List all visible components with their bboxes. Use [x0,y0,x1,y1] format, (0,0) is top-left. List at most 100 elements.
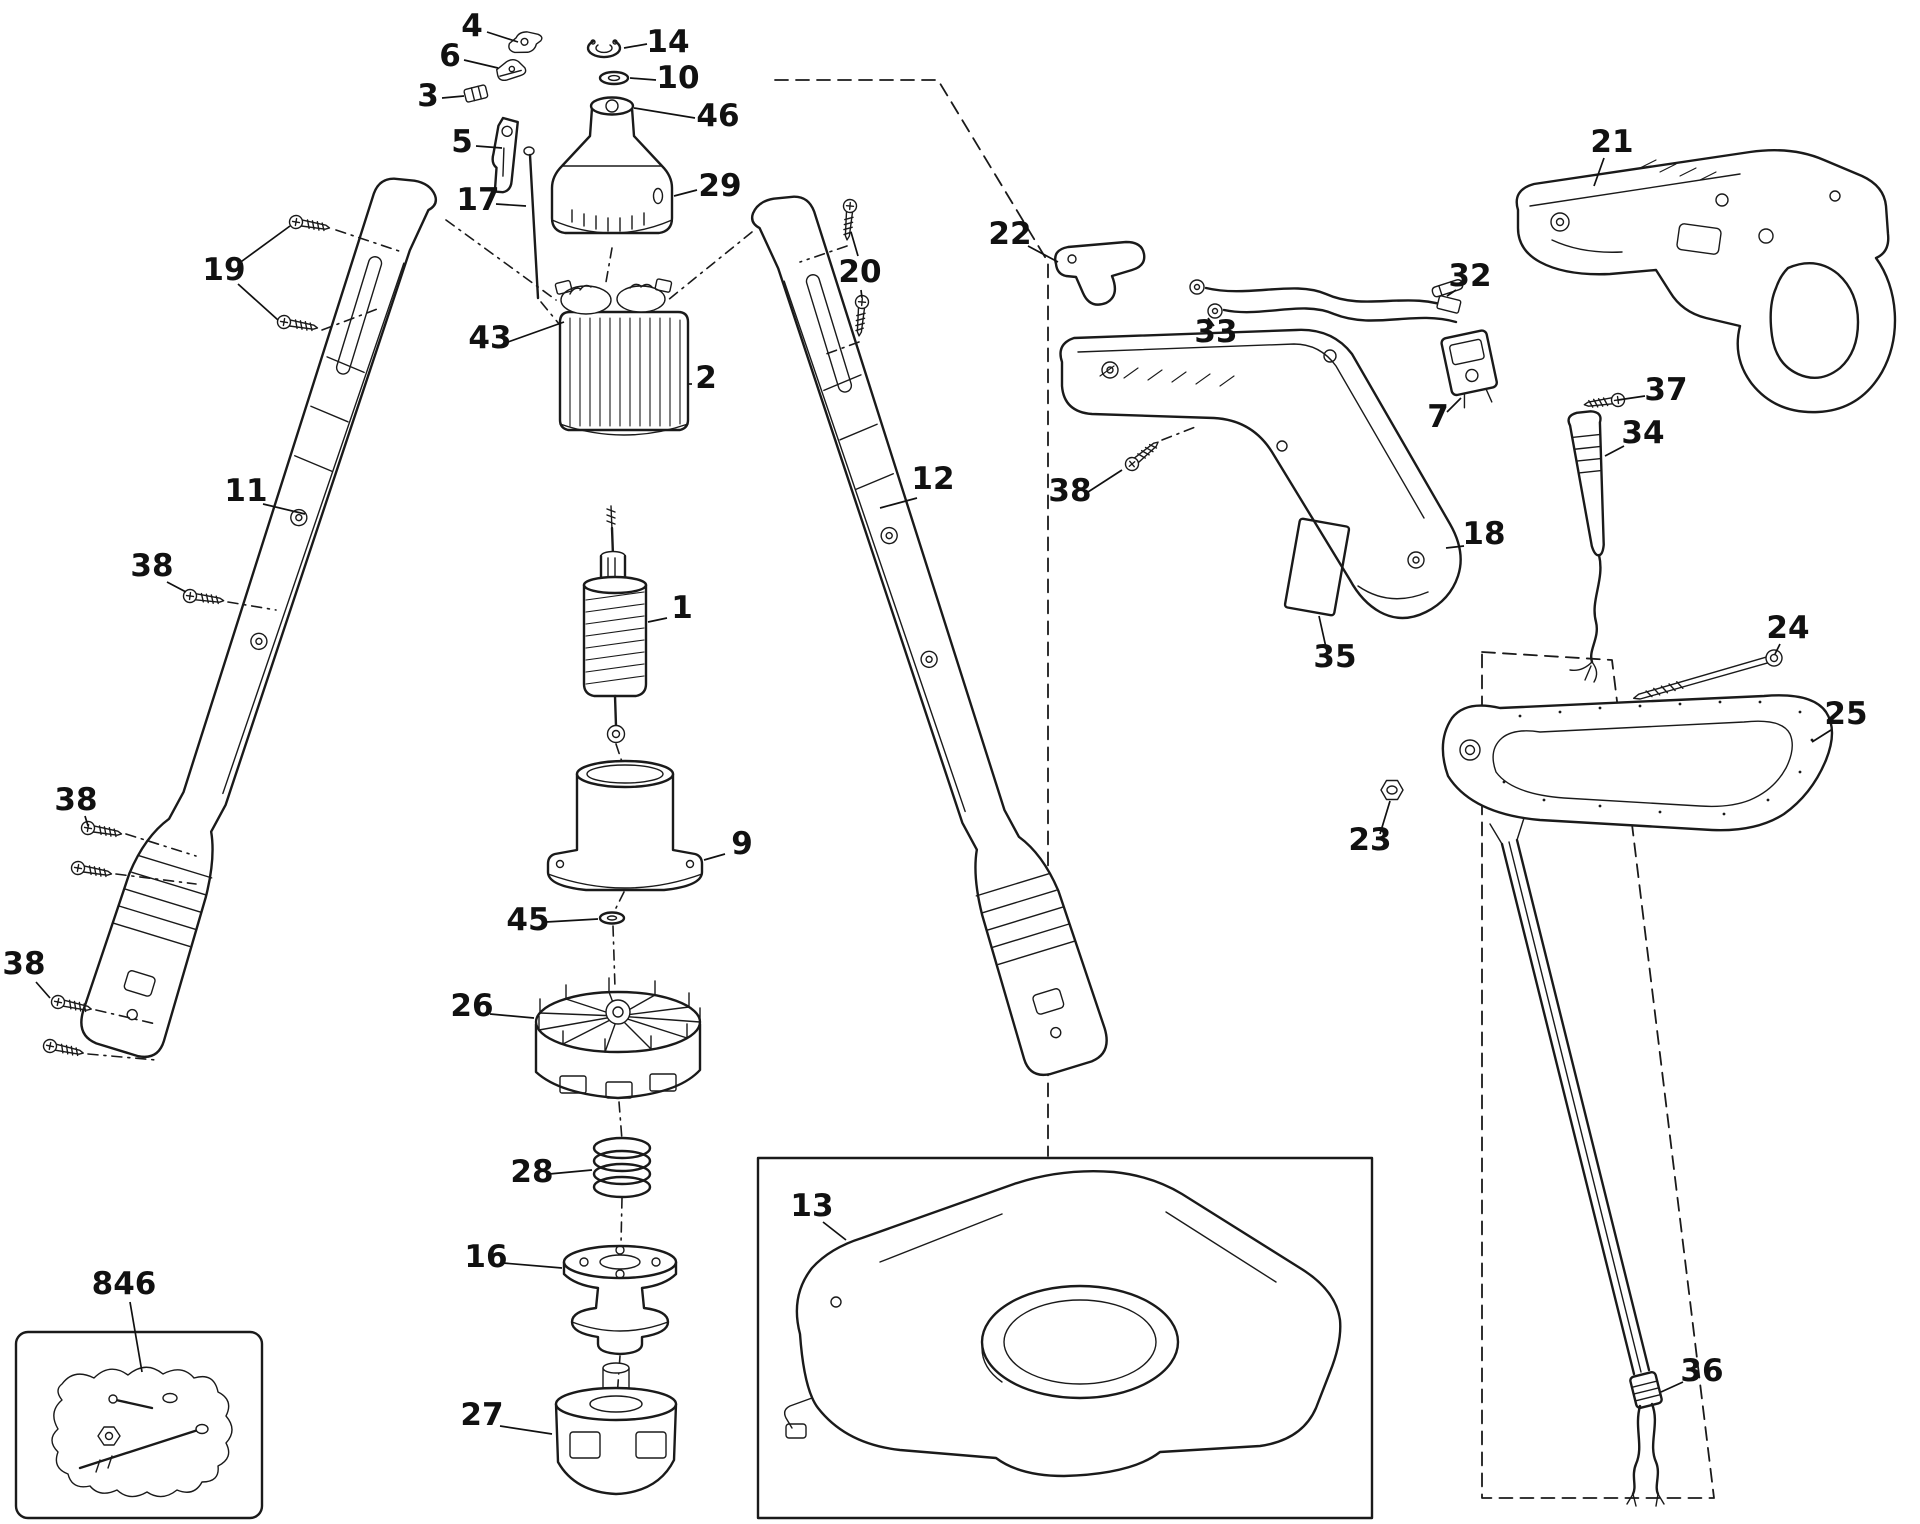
leader-line-36 [1660,1381,1684,1393]
screw-38-left [181,587,226,608]
leader-line-34 [1604,445,1625,457]
leader-line-38-bottom-left [35,981,51,999]
leader-line-19 [237,283,279,321]
part-number-3: 3 [417,78,439,114]
part-number-12: 12 [911,461,954,497]
part-label-4: 4 [461,8,519,44]
part-number-25: 25 [1824,696,1867,732]
part-number-22: 22 [988,216,1031,252]
leader-line-20 [850,231,859,257]
part-label-38-bottom-left: 38 [2,946,51,999]
leader-line-21 [1593,157,1605,187]
part-number-37: 37 [1644,372,1687,408]
part-10-washer [598,70,630,86]
assembly-boundary-dashes [774,79,1715,1499]
part-label-22: 22 [988,216,1059,263]
part-number-46: 46 [696,98,739,134]
screw-alignment-dashes [87,229,1199,1061]
leader-line-24 [1774,643,1781,655]
part-number-1: 1 [671,590,693,626]
part-label-5: 5 [451,124,503,160]
part-number-20: 20 [838,254,881,290]
part-36-lower-shaft [1489,817,1665,1507]
screw-37 [1582,391,1627,412]
leader-line-43 [507,321,565,343]
part-label-34: 34 [1604,415,1665,457]
part-28-spring [592,1136,652,1199]
leader-line-38-right [1087,469,1123,493]
leader-line-22 [1027,245,1059,263]
leader-line-18 [1445,545,1465,549]
part-6-bracket [496,59,527,81]
part-number-4: 4 [461,8,483,44]
leader-line-29 [673,189,698,197]
leader-line-846 [129,1301,143,1373]
part-number-38-right: 38 [1048,473,1091,509]
part-label-46: 46 [633,98,740,134]
part-number-45: 45 [506,902,549,938]
part-number-33: 33 [1194,314,1237,350]
part-label-37: 37 [1617,372,1688,408]
part-number-6: 6 [439,38,461,74]
part-label-28: 28 [510,1154,593,1190]
screw-38-lower-left-2 [69,859,114,882]
mounting-screws [41,198,1627,1061]
part-number-43: 43 [468,320,511,356]
part-label-43: 43 [468,320,565,356]
leader-line-25 [1811,729,1832,743]
part-number-14: 14 [646,24,689,60]
leader-line-35 [1318,615,1328,653]
leader-line-17 [495,203,527,207]
part-4-clip [508,31,543,54]
part-label-846: 846 [92,1266,156,1373]
cord-clamp [1629,1370,1663,1410]
part-32-clip [1431,279,1464,298]
part-label-38-left: 38 [130,548,187,593]
part-label-35: 35 [1313,615,1357,675]
part-number-10: 10 [656,60,699,96]
handle-stipple [1502,700,1814,816]
leader-line-46 [633,107,696,119]
part-number-34: 34 [1621,415,1664,451]
leader-line-14 [623,43,648,49]
part-number-38-lower-left: 38 [54,782,97,818]
part-14-retaining-ring [586,39,622,59]
leader-line-1 [647,617,668,623]
part-25-auxiliary-handle [1441,694,1834,832]
part-5-bracket-plate [491,116,519,194]
part-21-rear-handle-housing [1515,149,1897,414]
part-24-handle-bolt [1632,649,1783,700]
leader-line-4 [486,31,519,43]
leader-line-7 [1446,397,1462,413]
leader-line-9 [703,853,726,861]
leader-line-11 [262,503,306,515]
part-label-13: 13 [790,1188,847,1241]
part-label-9: 9 [703,826,753,862]
part-16-spool [562,1244,678,1356]
part-label-11: 11 [224,473,306,515]
part-number-36: 36 [1680,1353,1723,1389]
part-label-10: 10 [629,60,700,96]
part-label-7: 7 [1427,397,1462,435]
part-7-switch [1440,329,1498,409]
part-label-27: 27 [460,1397,553,1435]
part-27-outer-spool-housing [554,1362,678,1496]
part-number-32: 32 [1448,258,1491,294]
leader-line-20 [860,289,863,299]
shaft-housing-right-12 [746,175,1114,1086]
part-number-9: 9 [731,826,753,862]
part-number-23: 23 [1348,822,1391,858]
part-number-35: 35 [1313,639,1356,675]
shaft-housing-left-11 [74,157,442,1068]
part-label-12: 12 [879,461,955,509]
leader-line-33 [1207,317,1215,327]
part-846-hardware-bag [51,1366,233,1498]
part-number-27: 27 [460,1397,503,1433]
part-number-19: 19 [202,252,245,288]
part-label-38-lower-left: 38 [54,782,98,827]
part-label-36: 36 [1660,1353,1724,1393]
part-number-26: 26 [450,988,493,1024]
